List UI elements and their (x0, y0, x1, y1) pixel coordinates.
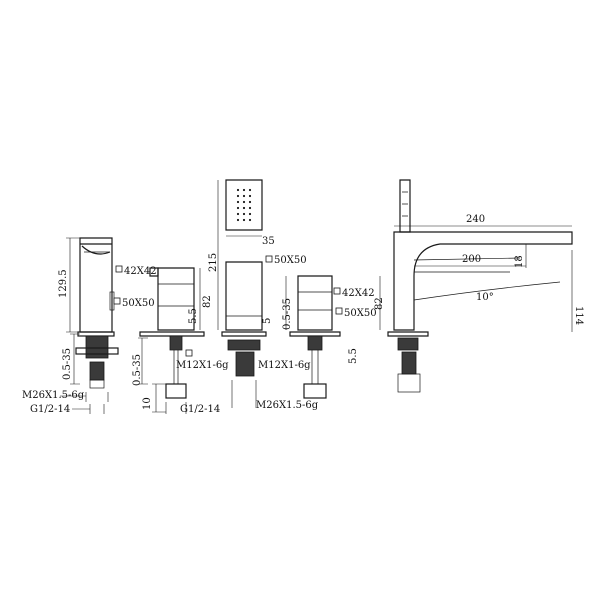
valve2-thread (307, 335, 323, 351)
basin-height-dim (66, 237, 80, 333)
hand-shower: 215 35 50X50 5 M26X1.5-6g M12X1-6g (208, 179, 319, 411)
valve-ten-dim (152, 383, 166, 413)
valve-ten-label: 10 (142, 397, 153, 410)
diverter-valve-right: 0.5-35 42X42 50X50 82 5.5 (282, 275, 385, 399)
spout-200-label: 200 (462, 254, 481, 265)
valve-pipe (173, 350, 179, 384)
shower-head (225, 179, 263, 231)
valve-gap-label: 5.5 (188, 308, 199, 324)
basin-range-label: 0.5-35 (62, 348, 73, 380)
valve-range-dim (138, 337, 148, 385)
spout-114-label: 114 (573, 306, 584, 325)
spout-wand-lines (402, 191, 408, 217)
valve2-body-lines (298, 291, 332, 311)
bath-spout: 240 18 200 10° 114 (387, 179, 584, 393)
basin-tap-nut (75, 347, 119, 355)
diverter-valve-left: 0.5-35 10 G1/2-14 M12X1-6g 82 5.5 (132, 267, 229, 415)
shower-thread1-label: M12X1-6g (258, 360, 311, 371)
valve-range-label: 0.5-35 (132, 354, 143, 386)
valve2-sq1-label: 42X42 (342, 288, 375, 299)
basin-tap-spout-curve (81, 245, 111, 255)
basin-tap-thread (85, 335, 109, 359)
valve-thread (169, 335, 183, 351)
basin-sq1-label: 42X42 (124, 266, 157, 277)
basin-tap-hose (89, 361, 105, 381)
valve2-fitting (303, 383, 327, 399)
valve-thread-label: M12X1-6g (176, 360, 229, 371)
shower-35-label: 35 (262, 236, 275, 247)
spout-body (393, 231, 573, 331)
basin-pipe-dim (89, 404, 105, 414)
valve-flange (139, 331, 205, 337)
basin-thread-dim (85, 392, 109, 402)
basin-height-label: 129.5 (58, 269, 69, 298)
shower-nozzles (236, 188, 252, 222)
shower-thread (227, 339, 261, 351)
shower-5-label: 5 (262, 318, 273, 324)
basin-sq1-marker (115, 265, 123, 273)
valve2-h-label: 82 (374, 297, 385, 310)
basin-sq2-marker (113, 297, 121, 305)
valve2-flange (289, 331, 341, 337)
basin-tap: 129.5 42X42 50X50 0.5-35 M26X1.5-6g G1/2… (22, 237, 157, 415)
shower-flange (221, 331, 267, 337)
spout-240-label: 240 (466, 214, 485, 225)
basin-thread-label: M26X1.5-6g (22, 390, 85, 401)
basin-pipe-label: G1/2-14 (30, 404, 70, 415)
basin-range-dim (70, 333, 80, 385)
shower-sq-label: 50X50 (274, 255, 307, 266)
spout-wand (399, 179, 411, 233)
shower-range-label: 0.5-35 (282, 298, 293, 330)
valve-pipe-dim (165, 402, 187, 414)
shower-hose (235, 351, 255, 377)
shower-thread2-dim (231, 380, 257, 408)
valve2-sq1-marker (333, 287, 341, 295)
valve2-sq2-label: 50X50 (344, 308, 377, 319)
valve2-gap-label: 5.5 (348, 348, 359, 364)
valve-h-label: 82 (202, 295, 213, 308)
spout-angle-line (413, 281, 561, 301)
valve2-body (297, 275, 333, 331)
spout-fitting (397, 373, 421, 393)
basin-sq2-label: 50X50 (122, 298, 155, 309)
spout-flange (387, 331, 429, 337)
valve2-pipe (311, 350, 319, 384)
valve2-sq2-marker (335, 307, 343, 315)
spout-hose (401, 351, 417, 375)
valve-handle (149, 267, 159, 277)
valve-pipe-label: G1/2-14 (180, 404, 220, 415)
shower-thread2-label: M26X1.5-6g (256, 400, 319, 411)
valve-body (157, 267, 195, 331)
spout-inner-lines (413, 257, 521, 273)
spout-18-label: 18 (514, 255, 525, 268)
valve-thread-marker (185, 349, 193, 357)
shower-sq-marker (265, 255, 273, 263)
spout-angle-label: 10° (476, 292, 494, 303)
basin-tap-hose-end (89, 379, 105, 389)
shower-holder (225, 261, 263, 331)
spout-thread (397, 337, 419, 351)
valve-body-lines (158, 283, 194, 307)
shower-215-label: 215 (208, 253, 219, 272)
valve-pipe-fitting (165, 383, 187, 399)
